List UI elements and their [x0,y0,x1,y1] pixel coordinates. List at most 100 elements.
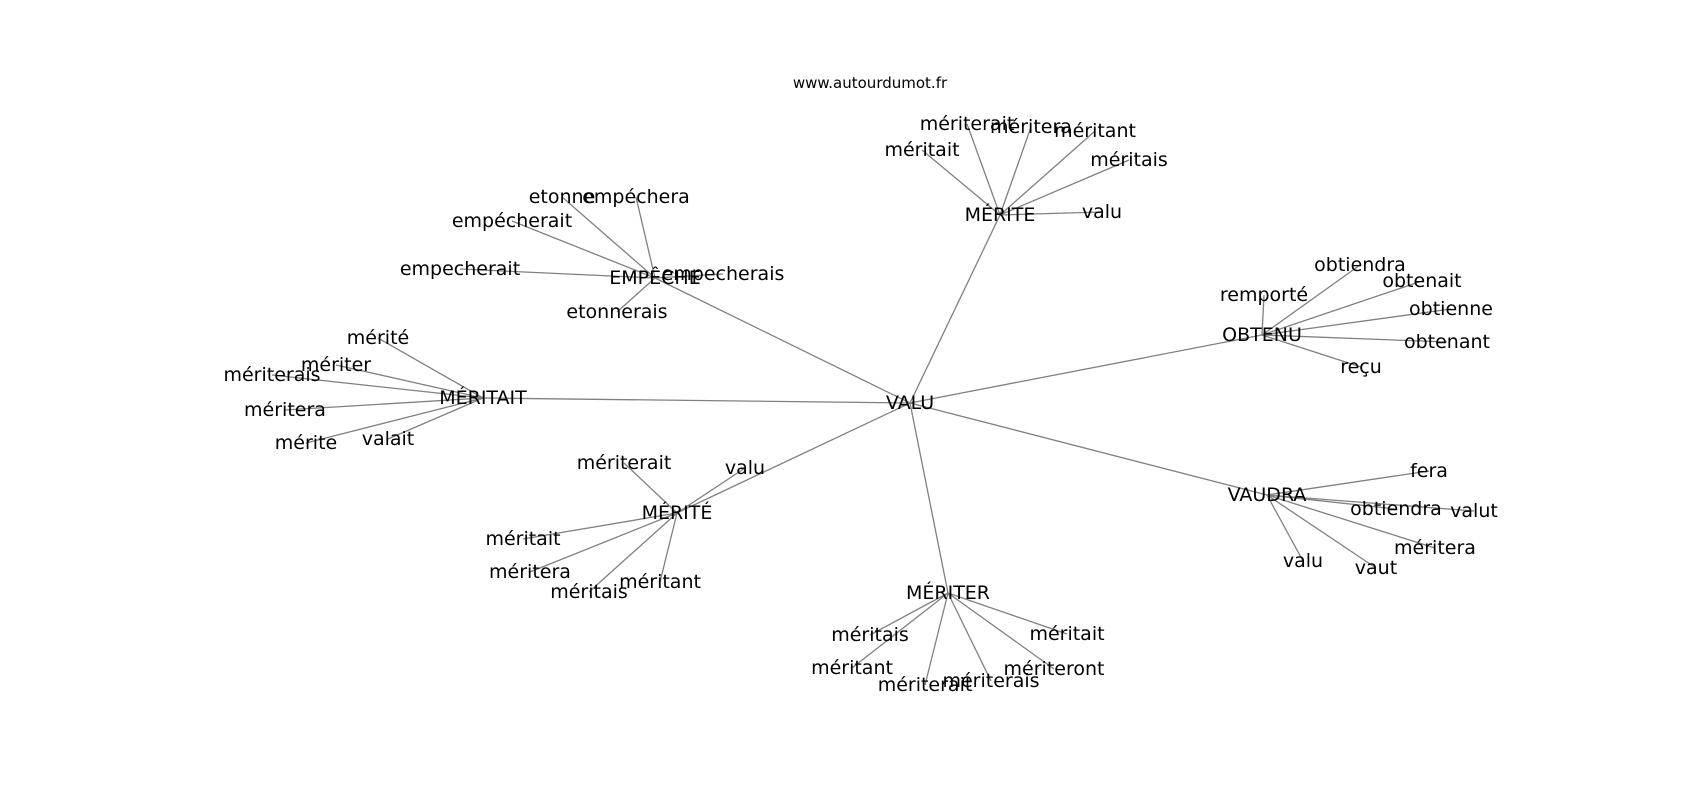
edge-merite-e-meritant [999,130,1096,216]
edge-center-merite-e [909,214,1001,404]
edge-center-merite-pp [676,402,911,514]
leaf-node-merite-pp-meritais: méritais [550,581,628,603]
leaf-node-meritait-valait: valait [362,428,415,450]
leaf-node-meriter-meritant: méritant [811,657,893,679]
leaf-node-obtenu-remporte: remporté [1220,284,1308,306]
leaf-node-empeche-empecherais: empecherais [662,263,785,285]
leaf-node-meritait-meriterais: mériterais [223,364,320,386]
edge-center-obtenu [909,334,1263,404]
leaf-node-empeche-empecherait: empecherait [400,258,520,280]
edge-obtenu-obtiendra [1261,264,1361,336]
edge-empeche-empecherait [459,268,656,279]
leaf-node-vaudra-valu: valu [1283,550,1323,572]
edge-vaudra-meritera [1266,494,1436,549]
edge-center-meritait [482,397,911,404]
edge-vaudra-valut [1266,494,1475,512]
leaf-node-empeche-empechera: empéchera [582,186,690,208]
hub-node-merite-pp: MÉRITÉ [642,501,713,524]
leaf-node-vaudra-vaut: vaut [1355,557,1397,579]
leaf-node-obtenu-recu: reçu [1340,356,1382,378]
edge-meritait-meritera [284,397,484,411]
edge-meritait-valait [387,397,484,440]
edge-empeche-etonnerais [616,277,656,313]
edge-merite-e-meritera [999,126,1032,216]
edge-obtenu-obtenant [1261,334,1448,343]
leaf-node-obtenu-obtenant: obtenant [1404,331,1490,353]
hub-node-meriter: MÉRITER [906,581,990,604]
edge-obtenu-obtenait [1261,280,1423,336]
edge-meriter-meriteront [947,592,1055,670]
edge-meritait-meriter [335,364,484,399]
edge-obtenu-remporte [1261,294,1265,336]
leaf-node-meriter-meriteront: mériteront [1004,658,1105,680]
leaf-node-meritait-merite-past: mérité [347,327,409,349]
edge-obtenu-recu [1261,334,1362,368]
leaf-node-meritait-meritera: méritera [244,399,326,421]
edge-merite-pp-valu [676,467,746,514]
edge-empeche-empecherait-accent [511,220,656,279]
edge-meriter-meriterait [924,592,949,686]
leaf-node-merite-e-meritera: méritera [990,116,1072,138]
edge-meriter-meritait [947,592,1068,635]
edge-merite-pp-meriterait [623,462,678,514]
leaf-node-meriter-meritait: méritait [1029,623,1104,645]
leaf-node-vaudra-obtiendra: obtiendra [1350,498,1442,520]
edge-merite-e-meritait [921,149,1001,216]
edge-empeche-empechera [635,196,656,279]
leaf-node-merite-pp-meritera: méritera [489,561,571,583]
leaf-node-merite-e-meritait: méritait [884,139,959,161]
hub-node-vaudra: VAUDRA [1228,484,1307,506]
hub-node-obtenu: OBTENU [1222,324,1302,346]
hub-node-meritait: MÉRITAIT [439,386,527,409]
hub-node-empeche: EMPÊCHE [609,266,700,289]
edge-meritait-meriterais [271,374,484,399]
leaf-node-merite-pp-valu: valu [725,457,765,479]
edge-center-empeche [654,277,911,404]
edge-obtenu-obtienne [1261,308,1452,336]
leaf-node-merite-e-meritais: méritais [1090,149,1168,171]
leaf-node-merite-pp-meriterait: mériterait [577,452,672,474]
leaf-node-obtenu-obtienne: obtienne [1409,298,1493,320]
edge-merite-pp-meritera [529,512,678,573]
leaf-node-empeche-etonnerais: etonnerais [566,301,667,323]
edge-merite-pp-meritait [522,512,678,540]
leaf-node-vaudra-valut: valut [1450,500,1498,522]
edge-vaudra-fera [1266,470,1430,496]
leaf-node-merite-e-valu: valu [1082,201,1122,223]
edge-vaudra-valu [1266,494,1304,562]
leaf-node-merite-pp-meritait: méritait [485,528,560,550]
edge-meritait-merite-past [377,337,484,399]
leaf-node-meriter-meriterait: mériterait [878,674,973,696]
leaf-node-merite-pp-meritant: méritant [619,571,701,593]
leaf-node-obtenu-obtenait: obtenait [1382,270,1461,292]
center-node: VALU [886,392,934,414]
leaf-node-merite-e-meriterait: mériterait [920,113,1015,135]
edge-merite-e-valu [999,211,1103,216]
edge-meriter-meritant [851,592,949,669]
edge-empeche-etonne [561,196,656,279]
leaf-node-meritait-merite: mérite [275,432,337,454]
edge-meritait-merite [305,397,484,444]
edge-empeche-empecherais [654,273,724,279]
edge-center-meriter [909,402,949,594]
leaf-node-vaudra-meritera: méritera [1394,537,1476,559]
leaf-node-meriter-meriterais: mériterais [942,670,1039,692]
hub-node-merite-e: MÉRITE [965,203,1036,226]
edge-merite-e-meriterait [966,123,1001,216]
leaf-node-merite-e-meritant: méritant [1054,120,1136,142]
leaf-node-empeche-etonne: etonne [529,186,596,208]
edge-merite-pp-meritant [659,512,678,583]
edge-meriter-meritais [869,592,949,636]
leaf-node-meritait-meriter: mériter [301,354,371,376]
leaf-node-meriter-meritais: méritais [831,624,909,646]
edge-vaudra-vaut [1266,494,1377,569]
edge-merite-pp-meritais [588,512,678,593]
edge-meriter-meriterais [947,592,992,682]
leaf-node-empeche-empecherait-accent: empécherait [452,210,572,232]
edge-merite-e-meritais [999,159,1130,216]
edge-center-vaudra [909,402,1268,496]
edge-vaudra-obtiendra [1266,494,1397,510]
leaf-node-obtenu-obtiendra: obtiendra [1314,254,1406,276]
watermark: www.autourdumot.fr [793,74,948,92]
